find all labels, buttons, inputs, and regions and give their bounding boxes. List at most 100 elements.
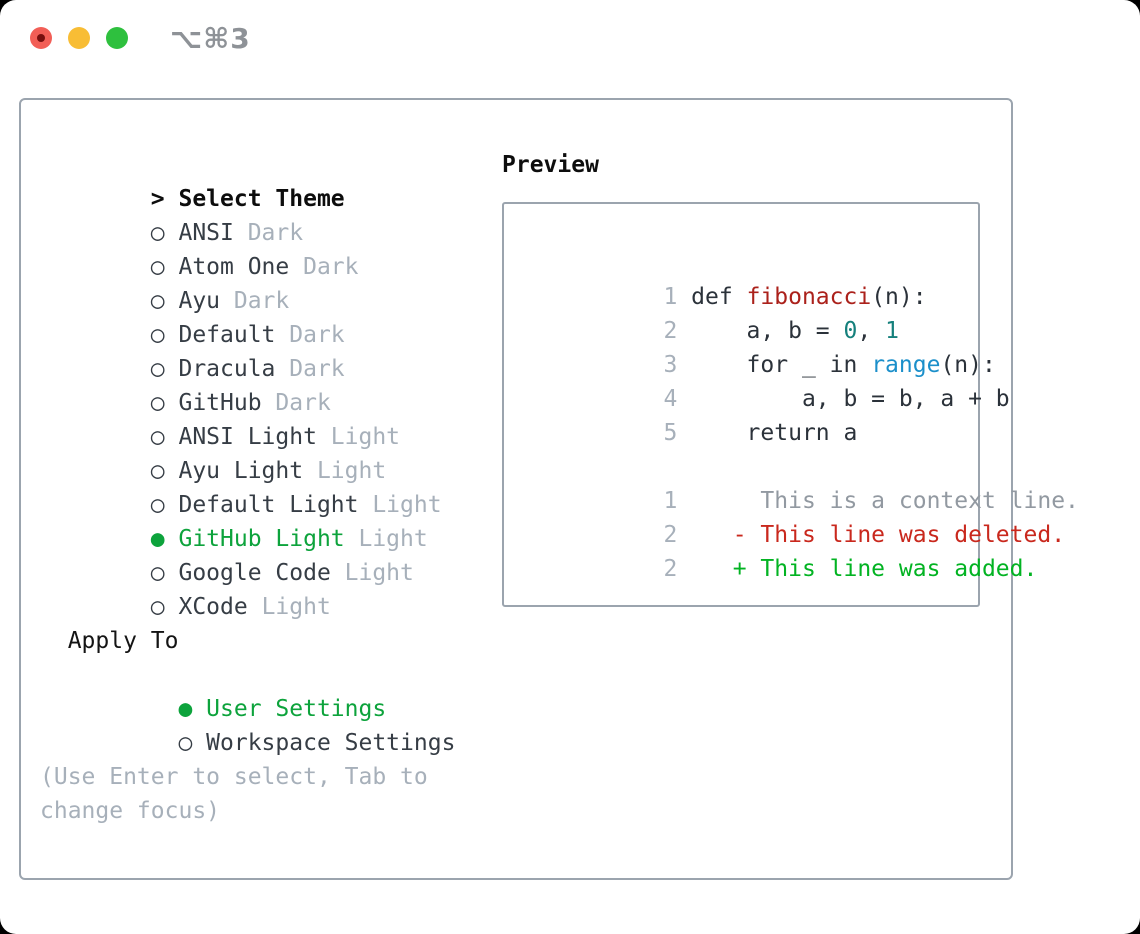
radio-icon: ○ bbox=[150, 356, 165, 382]
preview-heading: Preview bbox=[502, 152, 599, 178]
line-number: 4 bbox=[663, 386, 678, 412]
theme-option-xcode-light[interactable]: ○ XCode Light bbox=[40, 556, 502, 620]
code-token-function: fibonacci bbox=[746, 284, 872, 310]
theme-label: ANSI bbox=[178, 220, 234, 246]
code-token: return a bbox=[691, 420, 858, 446]
diff-line-context: 1 This is a context line. bbox=[525, 450, 1078, 514]
diff-context-text: This is a context line. bbox=[691, 488, 1079, 514]
code-token: (n): bbox=[940, 352, 996, 378]
theme-variant: Light bbox=[372, 492, 442, 518]
code-token-number: 1 bbox=[885, 318, 899, 344]
radio-icon: ○ bbox=[150, 322, 165, 348]
theme-variant: Dark bbox=[247, 220, 304, 246]
code-line: 4 a, b = b, a + b bbox=[525, 348, 1009, 412]
code-line: 3 for _ in range(n): bbox=[525, 314, 995, 378]
theme-label: Dracula bbox=[178, 356, 276, 382]
window-title-shortcut: ⌥⌘3 bbox=[170, 21, 251, 55]
code-line: 2 a, b = 0, 1 bbox=[525, 280, 978, 344]
line-number: 5 bbox=[663, 420, 678, 446]
code-token-builtin: range bbox=[871, 352, 941, 378]
theme-option-ansi-dark[interactable]: ○ ANSI Dark bbox=[40, 182, 502, 246]
radio-selected-icon: ● bbox=[150, 526, 165, 552]
theme-variant: Light bbox=[316, 458, 387, 484]
apply-option-label: User Settings bbox=[206, 696, 387, 722]
radio-selected-icon: ● bbox=[178, 696, 193, 722]
keyboard-hint: (Use Enter to select, Tab to change focu… bbox=[40, 764, 428, 824]
code-line: 1 def fibonacci(n): bbox=[525, 246, 978, 310]
radio-icon: ○ bbox=[150, 560, 165, 586]
theme-option-dracula-dark[interactable]: ○ Dracula Dark bbox=[40, 318, 502, 382]
radio-icon: ○ bbox=[150, 594, 165, 620]
code-token: (n): bbox=[871, 284, 927, 310]
theme-label: Default Light bbox=[178, 492, 359, 518]
radio-icon: ○ bbox=[150, 492, 165, 518]
apply-option-workspace-settings[interactable]: ○ Workspace Settings bbox=[40, 692, 502, 756]
select-theme-title: Select Theme bbox=[178, 186, 345, 212]
close-button[interactable] bbox=[30, 27, 52, 49]
code-token: a, b = b, a + b bbox=[691, 386, 1010, 412]
radio-icon: ○ bbox=[150, 458, 165, 484]
line-number: 1 bbox=[663, 488, 678, 514]
theme-variant: Light bbox=[261, 594, 331, 620]
diff-deleted-text: - This line was deleted. bbox=[691, 522, 1066, 548]
line-number: 2 bbox=[663, 318, 678, 344]
theme-option-github-dark[interactable]: ○ GitHub Dark bbox=[40, 352, 502, 416]
radio-icon: ○ bbox=[150, 220, 165, 246]
radio-icon: ○ bbox=[150, 390, 165, 416]
radio-icon: ○ bbox=[150, 288, 165, 314]
theme-label: Atom One bbox=[178, 254, 290, 280]
theme-option-atom-one-dark[interactable]: ○ Atom One Dark bbox=[40, 216, 502, 280]
apply-option-label: Workspace Settings bbox=[206, 730, 456, 756]
theme-option-ayu-dark[interactable]: ○ Ayu Dark bbox=[40, 250, 502, 314]
theme-label: Ayu bbox=[178, 288, 221, 314]
diff-added-text: + This line was added. bbox=[691, 556, 1038, 582]
code-token: a, b = bbox=[691, 318, 844, 344]
theme-label: Ayu Light bbox=[178, 458, 304, 484]
line-number: 2 bbox=[663, 522, 678, 548]
apply-to-section: Apply To ● User Settings ○ Workspace Setti… bbox=[40, 624, 502, 756]
line-number: 1 bbox=[663, 284, 678, 310]
line-number: 2 bbox=[663, 556, 678, 582]
theme-option-ayu-light[interactable]: ○ Ayu Light Light bbox=[40, 420, 502, 484]
theme-variant: Light bbox=[344, 560, 414, 586]
diff-line-deleted: 2 - This line was deleted. bbox=[525, 484, 1065, 548]
theme-label: GitHub Light bbox=[178, 526, 345, 552]
radio-icon: ○ bbox=[150, 424, 165, 450]
theme-option-ansi-light[interactable]: ○ ANSI Light Light bbox=[40, 386, 502, 450]
radio-icon: ○ bbox=[150, 254, 165, 280]
theme-variant: Dark bbox=[289, 356, 345, 382]
theme-variant: Dark bbox=[303, 254, 359, 280]
theme-label: GitHub bbox=[178, 390, 262, 416]
theme-option-github-light[interactable]: ● GitHub Light Light bbox=[40, 488, 502, 552]
theme-label: XCode bbox=[178, 594, 248, 620]
code-token-number: 0 bbox=[843, 318, 858, 344]
code-line: 5 return a bbox=[525, 382, 978, 446]
code-token: , bbox=[857, 318, 886, 344]
theme-variant: Dark bbox=[289, 322, 345, 348]
titlebar: ⌥⌘3 bbox=[0, 0, 1140, 76]
caret-icon: > bbox=[150, 186, 165, 212]
theme-variant: Dark bbox=[275, 390, 331, 416]
code-token: for _ in bbox=[691, 352, 872, 378]
close-dot-icon bbox=[37, 34, 45, 42]
apply-to-header: Apply To bbox=[67, 628, 179, 654]
code-token: def bbox=[691, 284, 747, 310]
theme-variant: Dark bbox=[233, 288, 290, 314]
theme-option-google-code-light[interactable]: ○ Google Code Light bbox=[40, 522, 502, 586]
radio-icon: ○ bbox=[178, 730, 193, 756]
apply-option-user-settings[interactable]: ● User Settings bbox=[40, 658, 502, 722]
theme-option-default-light[interactable]: ○ Default Light Light bbox=[40, 454, 502, 518]
traffic-lights bbox=[30, 27, 128, 49]
theme-label: Google Code bbox=[178, 560, 331, 586]
select-theme-header: > Select Theme bbox=[40, 148, 502, 212]
theme-variant: Light bbox=[330, 424, 401, 450]
minimize-button[interactable] bbox=[68, 27, 90, 49]
theme-label: ANSI Light bbox=[178, 424, 317, 450]
zoom-button[interactable] bbox=[106, 27, 128, 49]
